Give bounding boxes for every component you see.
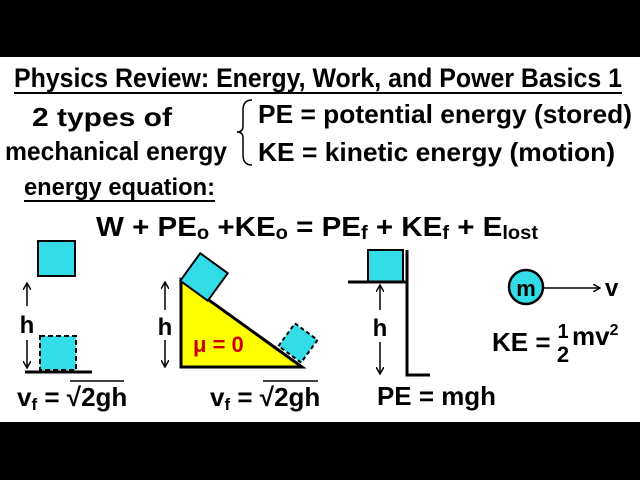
friction-label: μ = 0 — [193, 332, 244, 357]
ledge-block — [367, 249, 404, 283]
incline-block-bottom — [277, 322, 319, 364]
equation-heading: energy equation: — [24, 174, 215, 201]
mass-circle — [507, 268, 545, 306]
incline-diagram: h μ = 0 vf = √2gh — [158, 251, 320, 414]
types-label-line2: mechanical energy — [5, 136, 228, 166]
brace-icon — [236, 99, 253, 166]
slide-title: Physics Review: Energy, Work, and Power … — [14, 63, 622, 93]
ledge-height-label: h — [373, 315, 388, 342]
falling-block-bottom — [39, 335, 77, 371]
incline-block-top — [178, 251, 230, 303]
pe-definition: PE = potential energy (stored) — [258, 99, 632, 129]
incline-vf-formula: vf = √2gh — [210, 382, 320, 414]
mass-label: m — [516, 276, 536, 301]
incline-triangle — [179, 277, 307, 369]
falling-block-top — [37, 240, 76, 277]
ke-formula-prefix: KE = — [492, 327, 551, 357]
ledge-diagram: h PE = mgh — [348, 249, 496, 411]
ke-formula-mv: mv2 — [572, 321, 619, 351]
fraction-numerator: 1 — [557, 321, 568, 343]
slide-background — [0, 57, 640, 422]
freefall-vf-formula: vf = √2gh — [17, 382, 127, 414]
moving-mass-diagram: m v KE = 1 2 mv2 — [492, 268, 619, 367]
types-label-line1: 2 types of — [32, 102, 172, 132]
cliff-wall — [405, 250, 430, 377]
freefall-diagram: h vf = √2gh — [17, 240, 127, 414]
pe-formula: PE = mgh — [377, 381, 496, 411]
fraction-denominator: 2 — [557, 342, 569, 367]
incline-height-label: h — [158, 314, 173, 341]
velocity-label: v — [605, 275, 619, 302]
height-label: h — [20, 312, 35, 339]
ke-definition: KE = kinetic energy (motion) — [258, 137, 615, 167]
